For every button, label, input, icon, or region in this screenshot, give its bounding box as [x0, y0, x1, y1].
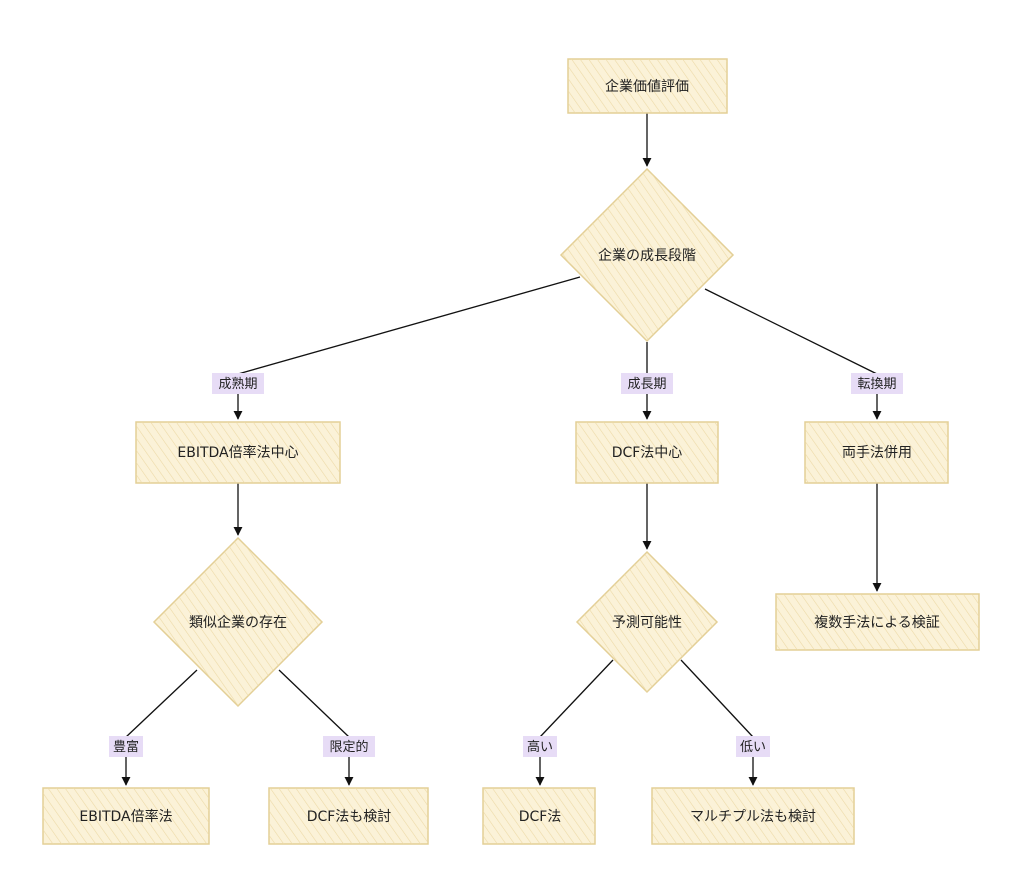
edge-predictability-to-high-label	[539, 659, 614, 738]
edge-label-mature-text: 成熟期	[218, 376, 257, 392]
edge-label-limited-text: 限定的	[329, 739, 368, 755]
edge-stage-to-transition-label	[704, 288, 878, 375]
node-ebitda-center: EBITDA倍率法中心	[135, 421, 341, 484]
node-valuation-label: 企業価値評価	[605, 78, 689, 95]
edge-label-limited: 限定的	[323, 736, 375, 757]
edge-label-abundant-text: 豊富	[113, 739, 139, 755]
edge-label-low: 低い	[736, 736, 770, 757]
edge-label-low-text: 低い	[740, 740, 766, 755]
edges	[121, 113, 882, 786]
decision-similar-companies: 類似企業の存在	[152, 536, 324, 708]
edge-predictability-to-low-label	[680, 659, 754, 738]
node-dcf-center-label: DCF法中心	[612, 445, 683, 461]
node-multi-verify-label: 複数手法による検証	[814, 614, 940, 631]
edge-label-high-text: 高い	[527, 739, 553, 755]
decision-predictability: 予測可能性	[575, 550, 719, 694]
node-valuation: 企業価値評価	[567, 58, 728, 114]
node-dcf: DCF法	[482, 787, 596, 845]
edge-label-growth: 成長期	[621, 373, 673, 394]
edge-similar-to-abundant-label	[125, 669, 198, 738]
decision-growth-stage: 企業の成長段階	[559, 167, 735, 343]
node-dcf-label: DCF法	[519, 809, 562, 825]
edge-stage-to-mature-label	[237, 276, 581, 375]
node-ebitda: EBITDA倍率法	[42, 787, 210, 845]
node-ebitda-center-label: EBITDA倍率法中心	[177, 444, 298, 461]
edge-label-transition: 転換期	[851, 373, 903, 394]
node-both-methods-label: 両手法併用	[842, 445, 912, 461]
node-dcf-center: DCF法中心	[575, 421, 719, 484]
node-multi-verify: 複数手法による検証	[775, 593, 980, 651]
node-dcf-also-label: DCF法も検討	[307, 809, 392, 825]
edge-label-abundant: 豊富	[109, 736, 143, 757]
edge-label-high: 高い	[523, 736, 557, 757]
node-multiple-also: マルチプル法も検討	[651, 787, 855, 845]
edge-label-growth-text: 成長期	[627, 377, 666, 392]
edge-similar-to-limited-label	[278, 669, 350, 738]
node-dcf-also: DCF法も検討	[268, 787, 429, 845]
node-multiple-also-label: マルチプル法も検討	[690, 809, 816, 825]
edge-label-transition-text: 転換期	[857, 377, 896, 392]
decision-growth-stage-label: 企業の成長段階	[598, 247, 696, 264]
node-both-methods: 両手法併用	[804, 421, 949, 484]
decision-similar-companies-label: 類似企業の存在	[189, 614, 287, 631]
decision-predictability-label: 予測可能性	[612, 615, 682, 631]
node-ebitda-label: EBITDA倍率法	[79, 808, 172, 825]
edge-label-mature: 成熟期	[212, 373, 264, 394]
